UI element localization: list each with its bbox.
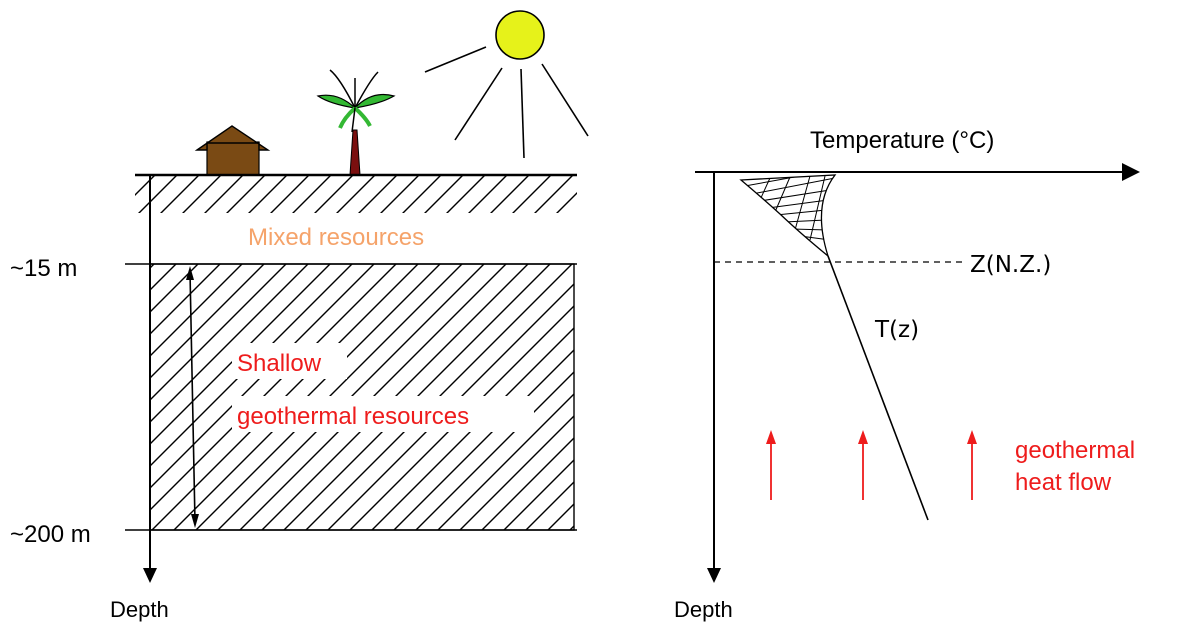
heat-flow-arrow-icon <box>967 430 977 500</box>
seasonal-fluctuation-lens <box>739 174 837 258</box>
shallow-label: Shallow <box>237 350 322 377</box>
mixed-zone-hatch <box>135 175 577 213</box>
heat-flow-label-line2: heat flow <box>1015 469 1112 496</box>
left-diagram: ~15 m ~200 m Depth Mixed resources Shall… <box>10 10 589 622</box>
right-depth-axis-label: Depth <box>674 597 733 622</box>
depth-15-label: ~15 m <box>10 255 77 282</box>
geothermal-resources-label: geothermal resources <box>237 403 469 430</box>
shallow-extent-arrow <box>186 266 199 528</box>
right-diagram: Temperature (°C) Depth <box>674 127 1140 622</box>
sun-icon <box>424 10 589 159</box>
neutral-zone-label: Z(N.Z.) <box>970 252 1051 278</box>
temperature-axis <box>695 163 1140 181</box>
temperature-profile-label: T(z) <box>874 317 919 343</box>
geothermal-label-bg <box>232 396 534 432</box>
left-depth-axis <box>143 175 157 583</box>
temperature-profile-line <box>827 255 929 521</box>
heat-flow-label-line1: geothermal <box>1015 437 1135 464</box>
right-depth-axis <box>707 172 721 583</box>
heat-flow-arrow-icon <box>858 430 868 500</box>
house-icon <box>194 125 271 176</box>
depth-200-label: ~200 m <box>10 521 91 548</box>
heat-flow-arrow-icon <box>766 430 776 500</box>
palm-tree-icon <box>316 69 396 176</box>
temperature-axis-label: Temperature (°C) <box>810 127 994 154</box>
left-depth-axis-label: Depth <box>110 597 169 622</box>
shallow-label-bg <box>232 343 347 379</box>
mixed-resources-label: Mixed resources <box>248 224 424 251</box>
